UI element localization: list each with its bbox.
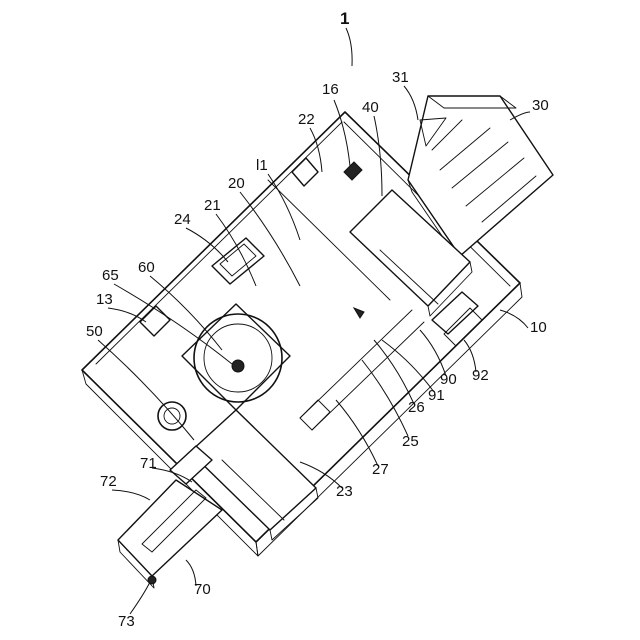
rotary-hub-65 bbox=[232, 360, 244, 372]
ref-label-13: 13 bbox=[96, 291, 113, 308]
ref-label-72: 72 bbox=[100, 473, 117, 490]
leader-line bbox=[404, 86, 418, 120]
ref-label-92: 92 bbox=[472, 367, 489, 384]
ref-label-22: 22 bbox=[298, 111, 315, 128]
ref-label-60: 60 bbox=[138, 259, 155, 276]
ref-label-10: 10 bbox=[530, 319, 547, 336]
ref-label-27: 27 bbox=[372, 461, 389, 478]
leader-line bbox=[382, 340, 434, 392]
ref-label-50: 50 bbox=[86, 323, 103, 340]
assembly-ref-label: 1 bbox=[340, 9, 349, 28]
leader-line bbox=[112, 490, 150, 500]
ref-label-70: 70 bbox=[194, 581, 211, 598]
ref-label-25: 25 bbox=[402, 433, 419, 450]
leader-line bbox=[98, 340, 194, 440]
sensor-16 bbox=[344, 162, 362, 180]
rail-block-27 bbox=[300, 400, 330, 430]
ref-label-65: 65 bbox=[102, 267, 119, 284]
ref-label-30: 30 bbox=[532, 97, 549, 114]
latch-top bbox=[292, 158, 318, 186]
ref-label-31: 31 bbox=[392, 69, 409, 86]
connector-90 bbox=[432, 292, 478, 334]
ref-label-21: 21 bbox=[204, 197, 221, 214]
port-inner bbox=[164, 408, 180, 424]
arm-70 bbox=[118, 480, 222, 576]
leader-line bbox=[130, 582, 150, 614]
plate-24 bbox=[212, 238, 264, 284]
arrow-marker bbox=[354, 308, 364, 318]
leader-line bbox=[334, 100, 350, 166]
ref-label-16: 16 bbox=[322, 81, 339, 98]
leader-line bbox=[500, 310, 528, 328]
ref-label-71: 71 bbox=[140, 455, 157, 472]
leader-line bbox=[362, 360, 408, 436]
main-frame-side-right bbox=[256, 283, 522, 556]
leader-line bbox=[346, 28, 352, 66]
ref-label-24: 24 bbox=[174, 211, 191, 228]
rotary-base-60 bbox=[182, 304, 290, 410]
leader-line bbox=[336, 400, 378, 466]
ref-label-73: 73 bbox=[118, 613, 135, 630]
ref-label-90: 90 bbox=[440, 371, 457, 388]
ref-label-20: 20 bbox=[228, 175, 245, 192]
ref-label-l1: l1 bbox=[256, 157, 268, 174]
ref-label-91: 91 bbox=[428, 387, 445, 404]
ref-label-40: 40 bbox=[362, 99, 379, 116]
device-parts bbox=[82, 96, 553, 588]
ref-label-23: 23 bbox=[336, 483, 353, 500]
ref-label-26: 26 bbox=[408, 399, 425, 416]
